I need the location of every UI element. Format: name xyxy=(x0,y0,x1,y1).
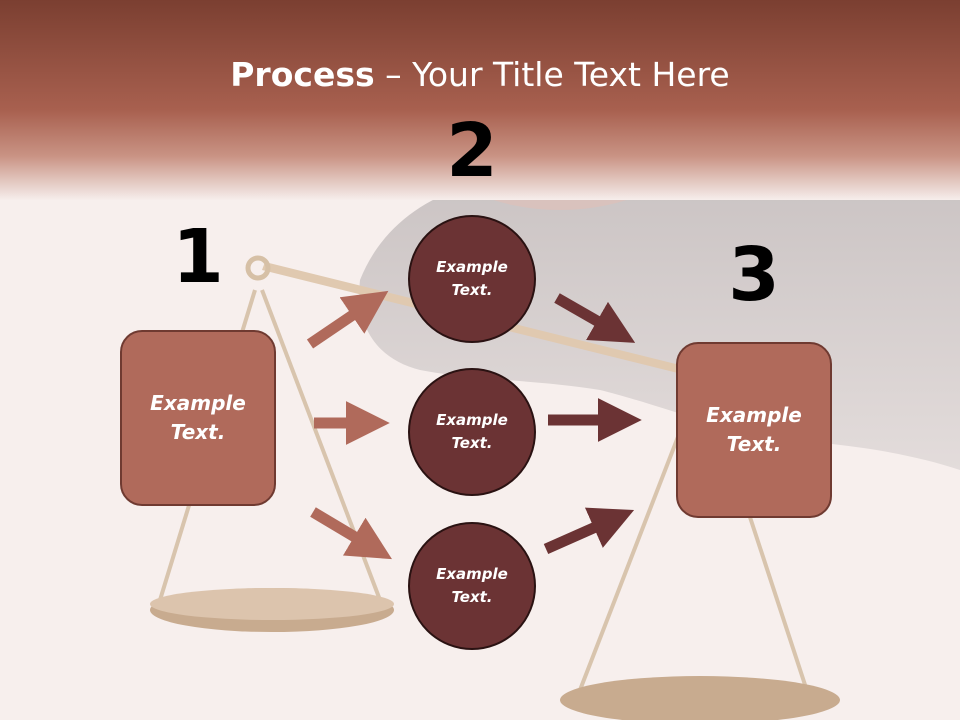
step-number-1: 1 xyxy=(172,214,224,300)
process-circle-bottom: Example Text. xyxy=(408,522,536,650)
step-number-3: 3 xyxy=(728,232,780,318)
step-3-box: Example Text. xyxy=(676,342,832,518)
title-separator: – xyxy=(374,55,413,94)
title-bold: Process xyxy=(230,55,375,94)
page-title: Process – Your Title Text Here xyxy=(0,52,960,98)
process-circle-top: Example Text. xyxy=(408,215,536,343)
step-1-box: Example Text. xyxy=(120,330,276,506)
step-number-2: 2 xyxy=(446,108,498,194)
process-circle-middle: Example Text. xyxy=(408,368,536,496)
title-rest: Your Title Text Here xyxy=(412,55,730,94)
